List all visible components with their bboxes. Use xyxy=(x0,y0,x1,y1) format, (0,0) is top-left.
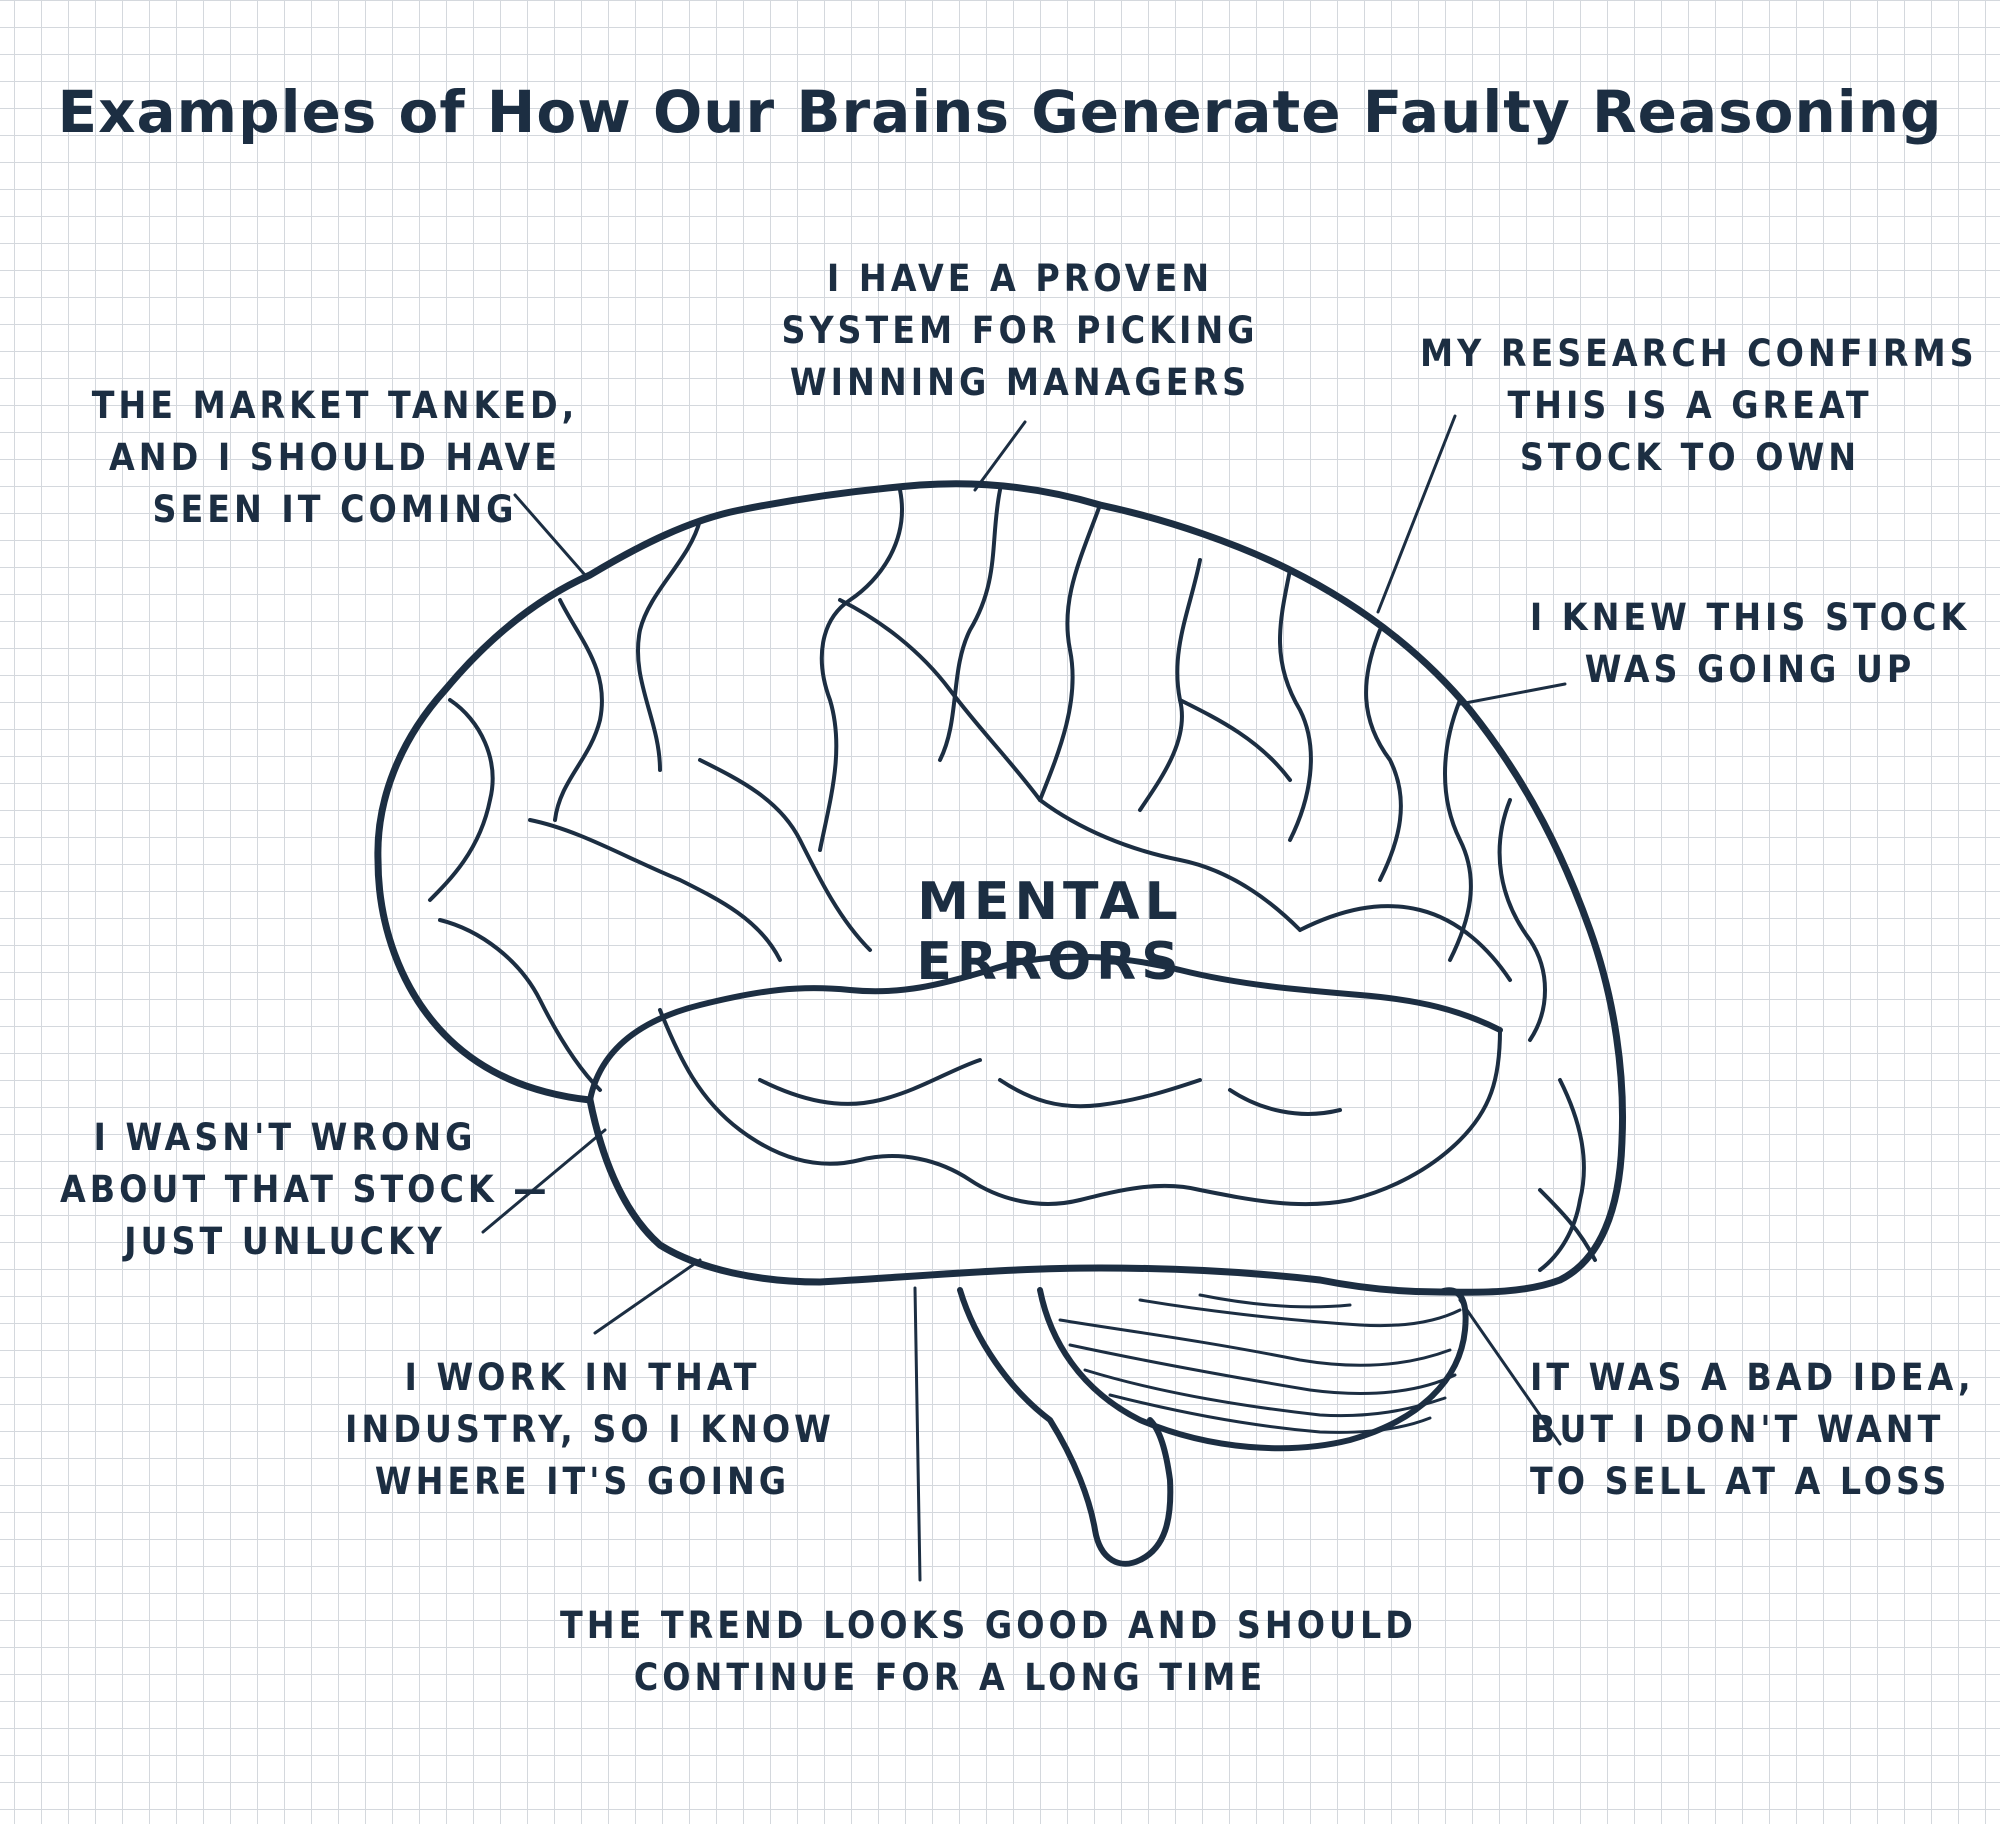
callout-line: BUT I DON'T WANT xyxy=(1530,1408,1945,1451)
page-title: Examples of How Our Brains Generate Faul… xyxy=(57,78,1943,146)
callout-line: I WORK IN THAT xyxy=(404,1356,761,1399)
leader-research-confirms xyxy=(1376,414,1457,614)
leader-proven-system xyxy=(973,420,1027,492)
callout-line: IT WAS A BAD IDEA, xyxy=(1530,1356,1975,1399)
callout-knew-stock: I KNEW THIS STOCK WAS GOING UP xyxy=(1505,592,1995,696)
callout-line: ABOUT THAT STOCK — xyxy=(60,1168,551,1211)
callout-line: INDUSTRY, SO I KNOW xyxy=(345,1408,835,1451)
leader-bad-idea xyxy=(1458,1298,1562,1446)
center-label: MENTAL ERRORS xyxy=(916,872,1184,992)
callout-line: I WASN'T WRONG xyxy=(93,1116,477,1159)
leader-work-industry xyxy=(593,1258,702,1335)
cerebellum xyxy=(1037,1287,1469,1452)
callout-bad-idea: IT WAS A BAD IDEA, BUT I DON'T WANT TO S… xyxy=(1530,1352,1990,1508)
callout-line: MY RESEARCH CONFIRMS xyxy=(1420,332,1978,375)
callout-research-confirms: MY RESEARCH CONFIRMS THIS IS A GREAT STO… xyxy=(1420,328,1978,484)
callout-trend-good: THE TREND LOOKS GOOD AND SHOULD CONTINUE… xyxy=(560,1600,1417,1704)
callout-line: WINNING MANAGERS xyxy=(789,361,1251,404)
leader-knew-stock xyxy=(1458,682,1567,706)
callout-line: SEEN IT COMING xyxy=(152,488,518,531)
callout-line: THE TREND LOOKS GOOD AND SHOULD xyxy=(560,1604,1417,1647)
callout-line: WAS GOING UP xyxy=(1584,648,1916,691)
callout-line: JUST UNLUCKY xyxy=(124,1220,446,1263)
callout-work-industry: I WORK IN THAT INDUSTRY, SO I KNOW WHERE… xyxy=(345,1352,835,1508)
callout-line: AND I SHOULD HAVE xyxy=(108,436,561,479)
callout-wasnt-wrong: I WASN'T WRONG ABOUT THAT STOCK — JUST U… xyxy=(60,1112,551,1268)
callout-line: I HAVE A PROVEN xyxy=(826,257,1214,300)
callout-line: CONTINUE FOR A LONG TIME xyxy=(633,1656,1267,1699)
callout-line: WHERE IT'S GOING xyxy=(374,1460,791,1503)
leader-trend-good xyxy=(913,1286,922,1582)
callout-proven-system: I HAVE A PROVEN SYSTEM FOR PICKING WINNI… xyxy=(755,253,1285,409)
callout-line: THIS IS A GREAT xyxy=(1507,384,1873,427)
callout-line: TO SELL AT A LOSS xyxy=(1530,1460,1951,1503)
callout-line: STOCK TO OWN xyxy=(1519,436,1861,479)
leader-market-tanked xyxy=(513,493,587,577)
leader-wasnt-wrong xyxy=(481,1128,607,1234)
callout-line: I KNEW THIS STOCK xyxy=(1529,596,1971,639)
callout-market-tanked: THE MARKET TANKED, AND I SHOULD HAVE SEE… xyxy=(90,380,580,536)
brainstem xyxy=(957,1287,1174,1567)
callout-line: SYSTEM FOR PICKING xyxy=(781,309,1259,352)
callout-line: THE MARKET TANKED, xyxy=(91,384,579,427)
